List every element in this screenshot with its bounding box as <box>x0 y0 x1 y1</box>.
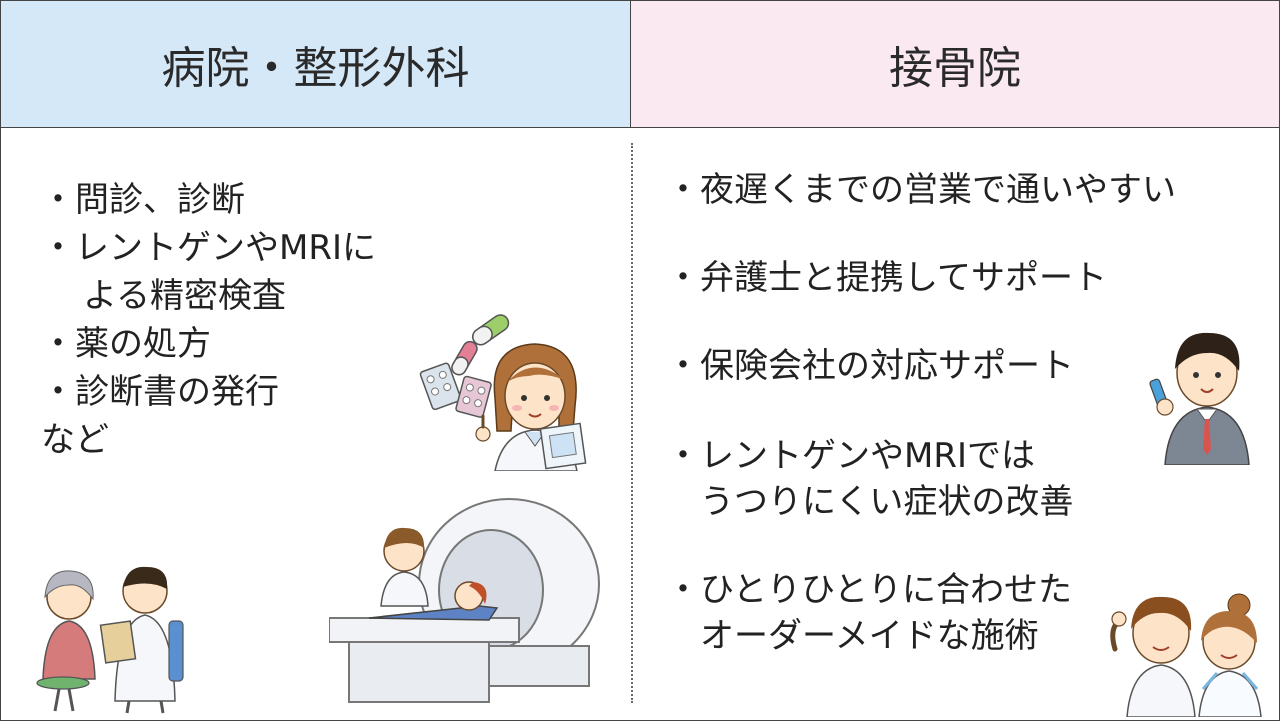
bonesetter-item-symptoms-cont: うつりにくい症状の改善 <box>700 482 1074 522</box>
column-divider <box>631 143 633 703</box>
hospital-item-etc: など <box>41 420 109 460</box>
mri-scanner-illustration <box>329 498 600 703</box>
hospital-item-prescription: ・薬の処方 <box>41 324 211 364</box>
hospital-item-imaging-cont: よる精密検査 <box>83 276 286 316</box>
bonesetter-item-lawyer: ・弁護士と提携してサポート <box>666 258 1107 298</box>
staff-with-phone-illustration <box>1149 332 1250 465</box>
female-doctor-illustration <box>475 343 587 471</box>
bonesetter-header: 接骨院 <box>631 1 1279 128</box>
elderly-patient-doctor-illustration <box>36 566 184 714</box>
hospital-header: 病院・整形外科 <box>1 1 631 128</box>
bonesetter-item-symptoms: ・レントゲンやMRIでは <box>666 436 1035 476</box>
bonesetter-item-insurance: ・保険会社の対応サポート <box>666 346 1074 386</box>
hospital-item-certificate: ・診断書の発行 <box>41 372 279 412</box>
bonesetter-item-custom: ・ひとりひとりに合わせた <box>666 570 1072 610</box>
two-staff-illustration <box>1110 593 1262 717</box>
hospital-item-imaging: ・レントゲンやMRIに <box>41 228 376 268</box>
hospital-item-consultation: ・問診、診断 <box>41 180 245 220</box>
bonesetter-item-custom-cont: オーダーメイドな施術 <box>700 616 1039 656</box>
pills-illustration <box>419 314 510 418</box>
bonesetter-item-hours: ・夜遅くまでの営業で通いやすい <box>666 170 1176 210</box>
hospital-list: ・問診、診断 ・レントゲンやMRIに よる精密検査 ・薬の処方 ・診断書の発行 … <box>41 176 376 464</box>
